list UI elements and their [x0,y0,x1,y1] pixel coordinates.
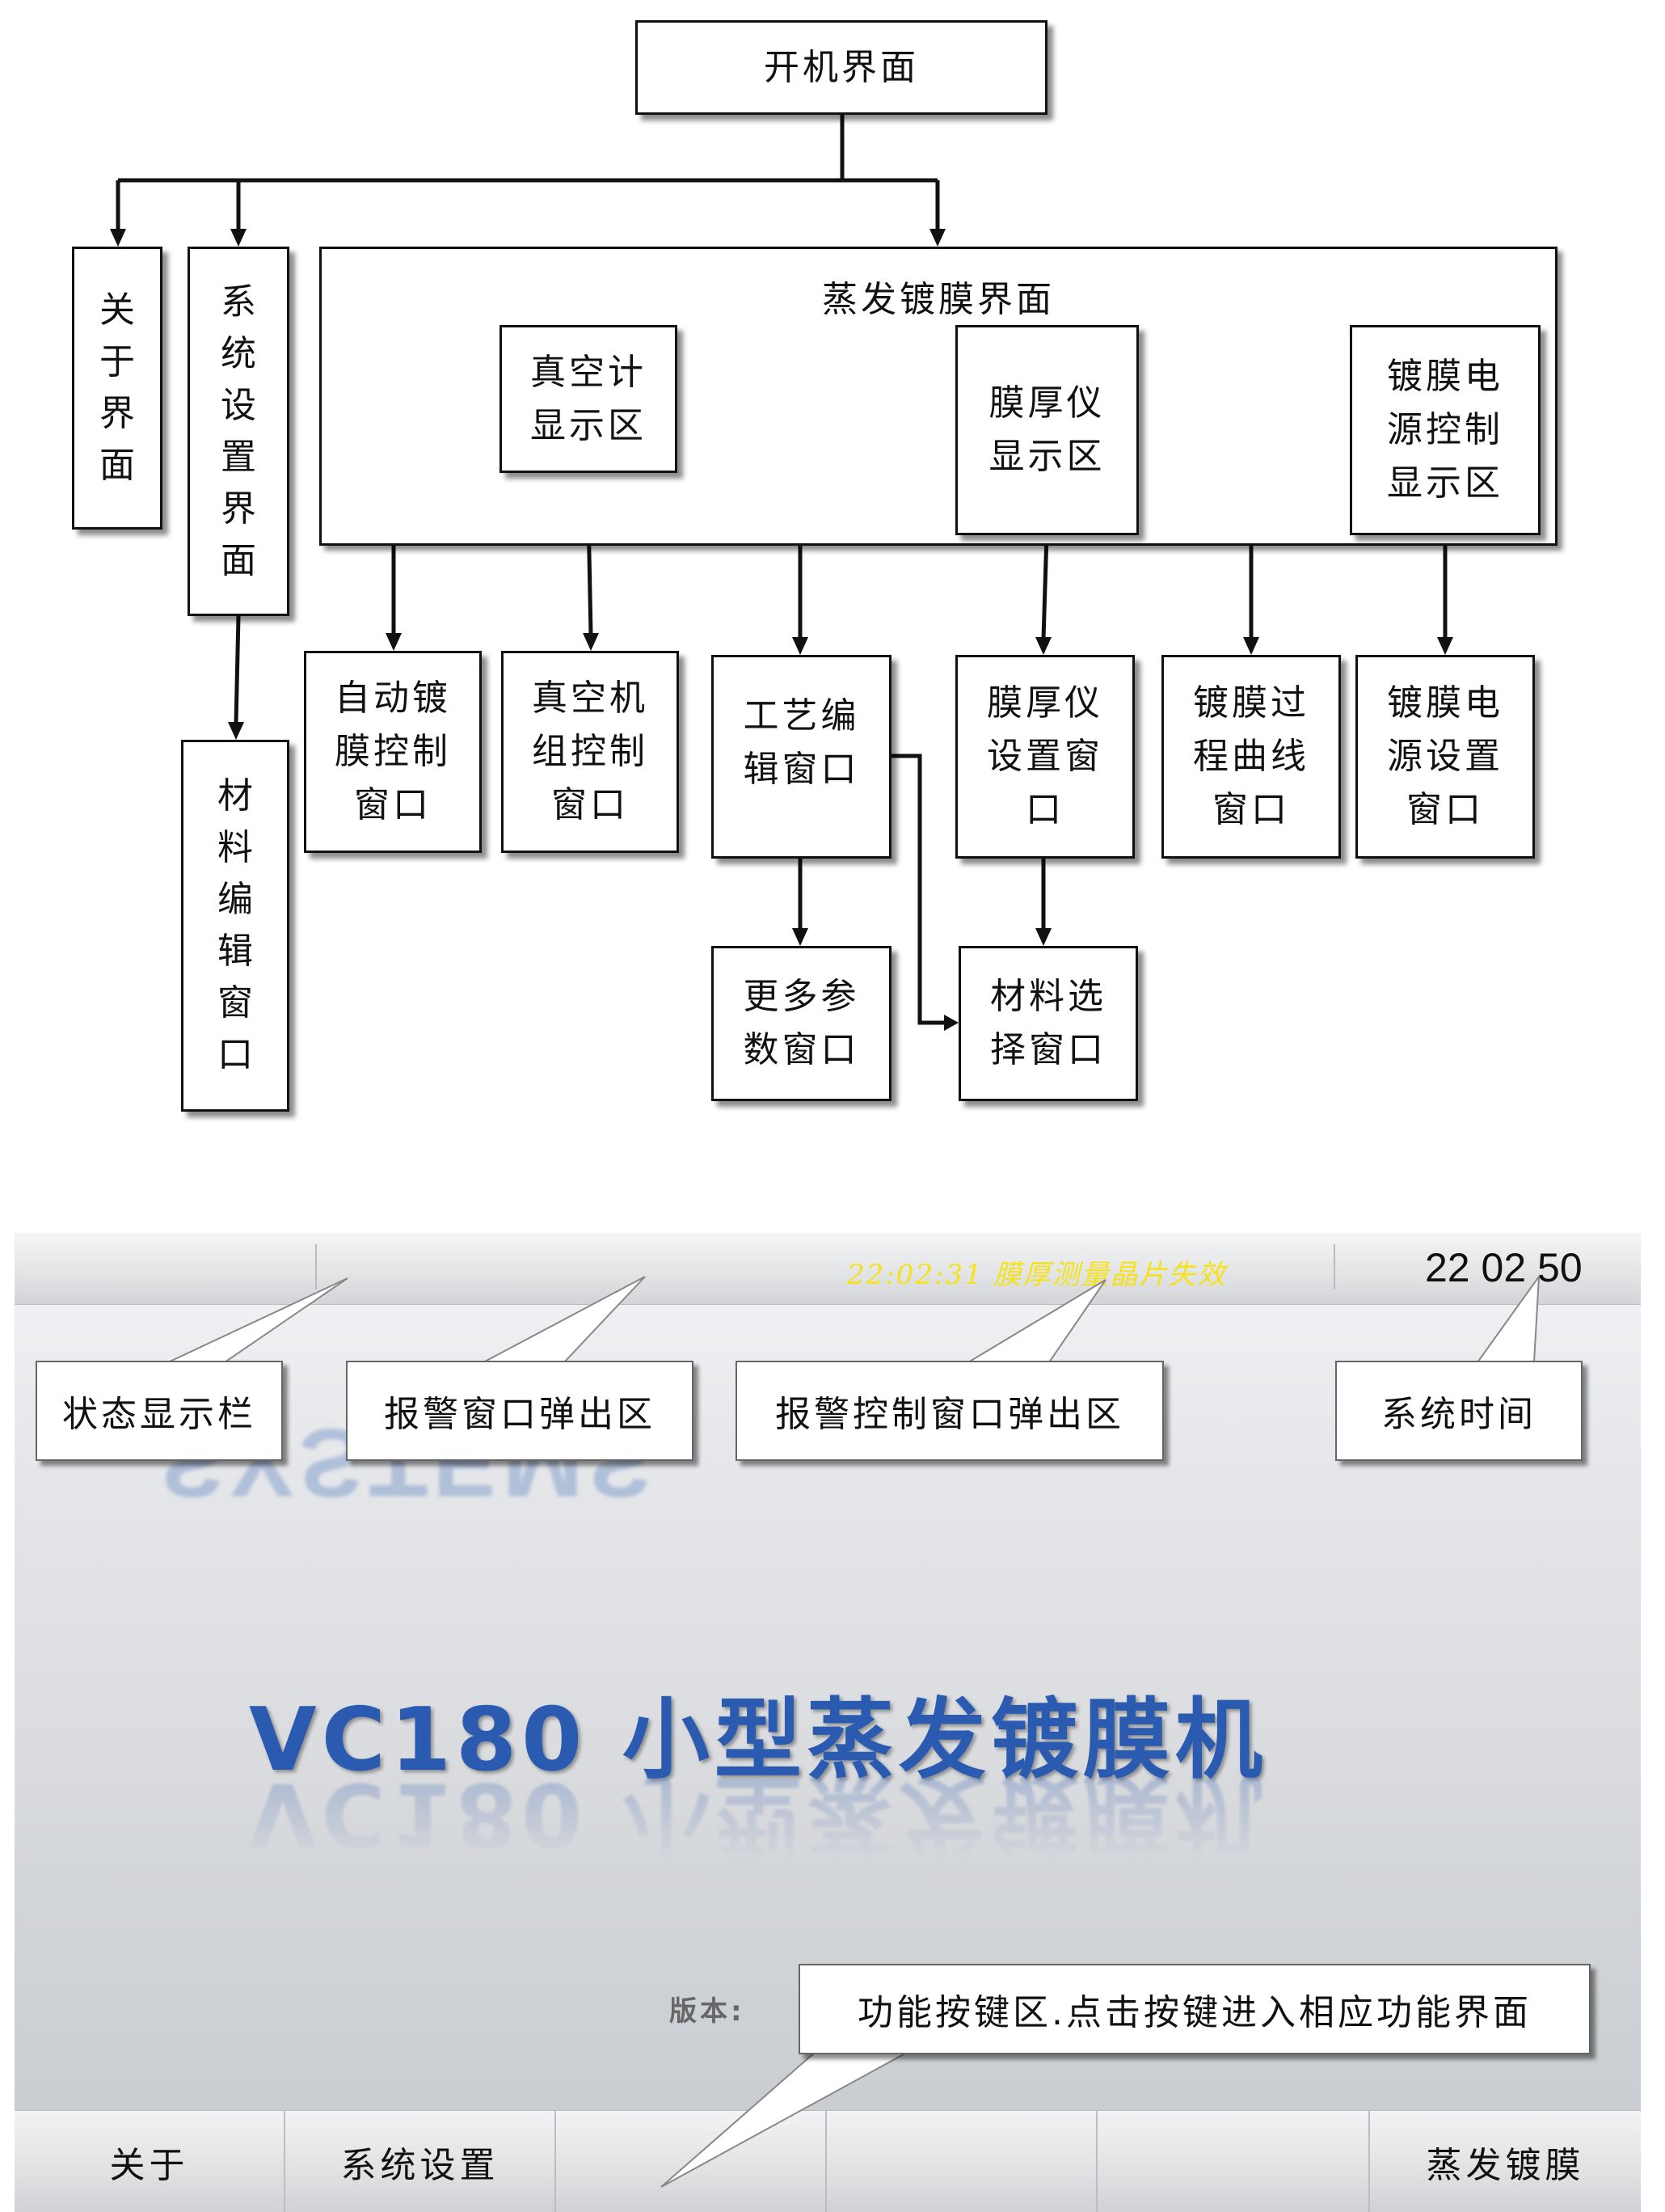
callout-status-bar: 状态显示栏 [36,1361,283,1461]
alarm-message[interactable]: 22:02:31 膜厚测量晶片失效 [847,1259,1227,1291]
node-label: 镀膜电源设置窗口 [1387,682,1503,830]
node-label: 工艺编辑窗口 [743,695,860,790]
node-more-params-window: 更多参数窗口 [711,946,892,1101]
boot-screen-ui: 22:02:31 膜厚测量晶片失效 22 02 50 SYSTEMS VC180… [15,1233,1641,2212]
node-label: 关于界面 [99,289,135,486]
function-key-bar: 关于 系统设置 蒸发镀膜 [15,2110,1641,2212]
callout-function-keys: 功能按键区.点击按键进入相应功能界面 [799,1964,1591,2054]
node-vacuum-display: 真空计显示区 [500,325,677,473]
version-label: 版本: [669,1995,745,2028]
system-settings-button[interactable]: 系统设置 [285,2111,556,2212]
empty-function-button[interactable] [1098,2111,1370,2212]
node-label: 更多参数窗口 [743,976,860,1070]
callout-alarm-control-popup: 报警控制窗口弹出区 [736,1361,1164,1461]
node-label: 蒸发镀膜界面 [822,279,1055,320]
node-label: 材料编辑窗口 [217,775,253,1075]
node-vacuum-unit-window: 真空机组控制窗口 [501,651,679,853]
flow-connectors [110,115,1453,1031]
system-time: 22 02 50 [1425,1245,1583,1290]
node-system-settings-screen: 系统设置界面 [188,247,289,616]
product-title: VC180 小型蒸发镀膜机 [249,1690,1267,1791]
node-power-display: 镀膜电源控制显示区 [1350,325,1541,535]
node-thickness-display: 膜厚仪显示区 [955,325,1139,535]
node-label: 自动镀膜控制窗口 [335,678,451,825]
node-label: 真空计显示区 [530,351,647,446]
node-process-edit-window: 工艺编辑窗口 [711,655,892,859]
node-coating-curve-window: 镀膜过程曲线窗口 [1161,655,1341,859]
node-boot-screen: 开机界面 [635,20,1047,115]
callout-alarm-popup: 报警窗口弹出区 [346,1361,693,1461]
node-material-select-window: 材料选择窗口 [959,946,1138,1101]
about-button[interactable]: 关于 [15,2111,285,2212]
node-power-settings-window: 镀膜电源设置窗口 [1355,655,1535,859]
flowchart: 开机界面 关于界面 系统设置界面 材料编辑窗口 蒸发镀膜界面 真空计显示区 膜厚… [72,20,1558,1112]
node-label: 镀膜过程曲线窗口 [1193,682,1309,830]
product-title-reflection: VC180 小型蒸发镀膜机 [249,1763,1267,1864]
node-label: 系统设置界面 [221,281,256,581]
node-label: 膜厚仪设置窗口 [987,682,1103,830]
node-label: 真空机组控制窗口 [532,678,648,825]
callout-system-time: 系统时间 [1335,1361,1583,1461]
empty-function-button[interactable] [827,2111,1098,2212]
node-label: 材料选择窗口 [990,976,1106,1070]
evaporation-coating-button[interactable]: 蒸发镀膜 [1426,2145,1585,2186]
node-label: 镀膜电源控制显示区 [1387,356,1503,504]
node-label: 膜厚仪显示区 [988,382,1106,477]
node-thickness-settings-window: 膜厚仪设置窗口 [955,655,1135,859]
node-material-edit-window: 材料编辑窗口 [181,740,289,1112]
node-label: 开机界面 [764,46,919,88]
node-about-screen: 关于界面 [72,247,162,530]
status-bar: 22:02:31 膜厚测量晶片失效 22 02 50 [15,1233,1641,1305]
status-divider [315,1244,317,1290]
status-divider [1334,1244,1335,1290]
node-auto-coating-window: 自动镀膜控制窗口 [304,651,482,853]
empty-function-button[interactable] [556,2111,827,2212]
